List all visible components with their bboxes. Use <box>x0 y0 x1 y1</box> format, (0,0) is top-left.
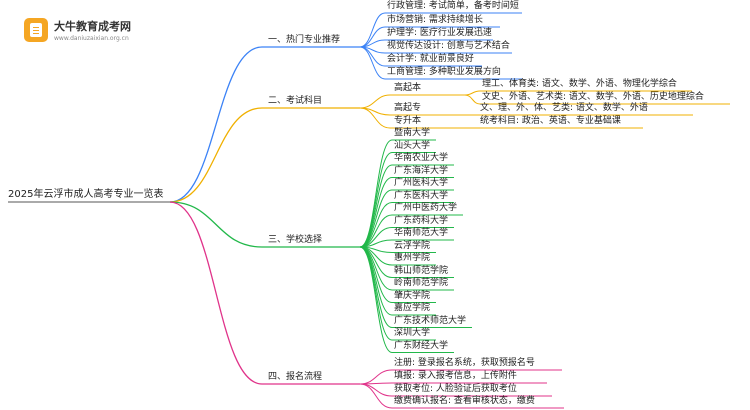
school-item: 岭南师范学院 <box>394 278 449 288</box>
school-item: 暨南大学 <box>394 128 431 138</box>
school-item: 广州中医药大学 <box>394 203 458 213</box>
school-item: 华南农业大学 <box>394 153 449 163</box>
hot-major-item: 工商管理: 多种职业发展方向 <box>387 67 501 77</box>
hot-major-item: 行政管理: 考试简单，备考时间短 <box>387 1 519 11</box>
logo-icon <box>24 18 48 42</box>
section-node: 二、考试科目 <box>268 96 323 106</box>
hot-major-item: 市场营销: 需求持续增长 <box>387 15 483 25</box>
branch-connector <box>169 107 263 203</box>
school-item: 广东医科大学 <box>394 190 449 201</box>
child-connector <box>464 94 481 105</box>
exam-group-node: 高起专 <box>394 103 422 113</box>
school-item: 惠州学院 <box>394 253 431 263</box>
school-item: 嘉应学院 <box>394 303 431 313</box>
leaf-connector <box>359 164 393 248</box>
school-item: 肇庆学院 <box>394 290 431 301</box>
leaf-connector <box>359 214 393 248</box>
registration-step-item: 填报: 录入报考信息，上传附件 <box>394 371 517 381</box>
leaf-connector <box>359 246 393 316</box>
leaf-connector <box>359 246 393 353</box>
registration-step-item: 缴费确认报名: 查看审核状态，缴费 <box>394 396 535 406</box>
branch-connector <box>169 201 263 385</box>
leaf-connector <box>359 152 393 248</box>
exam-group-node: 高起本 <box>394 83 422 93</box>
school-item: 云浮学院 <box>394 240 431 251</box>
school-item: 华南师范大学 <box>394 228 449 238</box>
exam-subject-item: 文史、外语、艺术类: 语文、数学、外语、历史地理综合 <box>482 92 704 102</box>
leaf-connector <box>359 369 393 385</box>
branch-connector <box>169 201 263 248</box>
group-connector <box>359 107 391 129</box>
leaf-connector <box>359 12 386 48</box>
leaf-connector <box>359 246 393 341</box>
group-connector <box>359 94 391 109</box>
school-item: 广州医科大学 <box>394 178 449 188</box>
leaf-connector <box>359 383 393 397</box>
root-node: 2025年云浮市成人高考专业一览表 <box>8 189 164 200</box>
exam-group-node: 专升本 <box>394 116 422 126</box>
school-item: 广东财经大学 <box>394 340 449 351</box>
leaf-connector <box>359 383 393 409</box>
logo-url: www.daniuzaixian.org.cn <box>54 35 129 42</box>
school-item: 广东技术师范大学 <box>394 315 467 326</box>
leaf-connector <box>359 46 386 80</box>
hot-major-item: 会计学: 就业前景良好 <box>387 54 474 64</box>
child-connector <box>464 90 481 96</box>
school-item: 广东海洋大学 <box>394 165 449 176</box>
registration-step-item: 获取考位: 人脸验证后获取考位 <box>394 384 517 394</box>
school-item: 深圳大学 <box>394 328 431 338</box>
exam-subject-item: 理工、体育类: 语文、数学、外语、物理化学综合 <box>482 79 677 89</box>
branch-connector <box>169 46 263 203</box>
school-item: 韩山师范学院 <box>394 265 449 276</box>
section-node: 三、学校选择 <box>268 235 323 245</box>
logo-title: 大牛教育成考网 <box>54 20 131 33</box>
hot-major-item: 视觉传达设计: 创意与艺术结合 <box>387 41 510 51</box>
exam-subject-item: 统考科目: 政治、英语、专业基础课 <box>480 116 621 126</box>
section-node: 一、热门专业推荐 <box>268 35 341 45</box>
hot-major-item: 护理学: 医疗行业发展迅速 <box>387 28 492 38</box>
registration-step-item: 注册: 登录报名系统，获取预报名号 <box>394 358 535 368</box>
section-node: 四、报名流程 <box>268 372 323 382</box>
leaf-connector <box>359 246 393 328</box>
school-item: 广东药科大学 <box>394 215 449 226</box>
leaf-connector <box>359 246 393 291</box>
exam-subject-item: 文、理、外、体、艺类: 语文、数学、外语 <box>480 103 648 113</box>
school-item: 汕头大学 <box>394 140 431 151</box>
